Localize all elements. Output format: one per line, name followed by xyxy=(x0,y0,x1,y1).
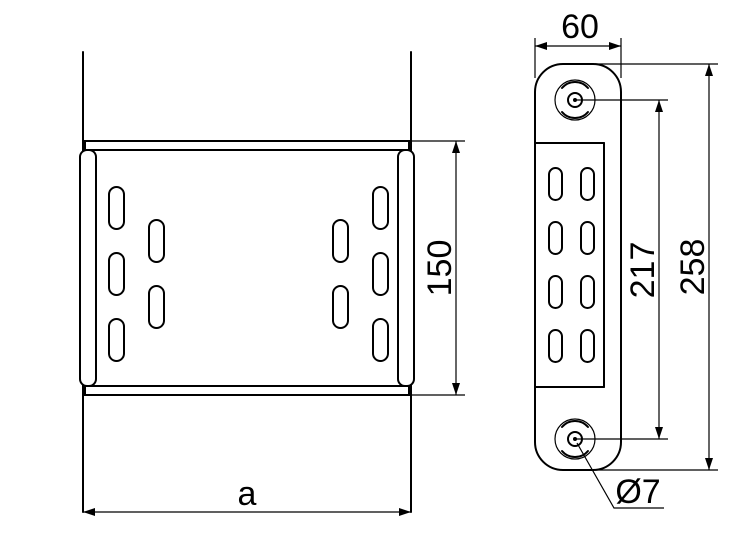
slot xyxy=(580,329,595,363)
slot xyxy=(332,219,349,263)
slot xyxy=(148,285,165,329)
slot xyxy=(372,186,389,230)
hole-spacing-dimension-label: 217 xyxy=(624,242,662,299)
height-dimension-label: 150 xyxy=(421,240,459,297)
side-width-dimension-label: 60 xyxy=(561,8,599,46)
connector-plate xyxy=(84,140,410,396)
slot xyxy=(148,219,165,263)
front-view: 150 a xyxy=(79,51,465,516)
slot xyxy=(548,329,563,363)
slot xyxy=(548,275,563,309)
width-dimension-label: a xyxy=(238,475,257,513)
slot xyxy=(580,167,595,201)
slot xyxy=(580,221,595,255)
slot xyxy=(372,252,389,296)
slot xyxy=(372,318,389,362)
slot xyxy=(108,186,125,230)
slot xyxy=(332,285,349,329)
side-plate xyxy=(534,63,622,471)
slot xyxy=(580,275,595,309)
hole-diameter-label: Ø7 xyxy=(615,473,660,511)
right-side-fold xyxy=(397,149,415,387)
slot xyxy=(548,167,563,201)
slot xyxy=(108,252,125,296)
slot xyxy=(108,318,125,362)
bottom-bolt-hole xyxy=(554,418,596,460)
hole-diameter-leader xyxy=(576,442,664,509)
side-view: 60 217 258 Ø7 xyxy=(534,8,718,511)
total-height-dimension-label: 258 xyxy=(674,239,712,296)
slot xyxy=(548,221,563,255)
left-side-fold xyxy=(79,149,97,387)
